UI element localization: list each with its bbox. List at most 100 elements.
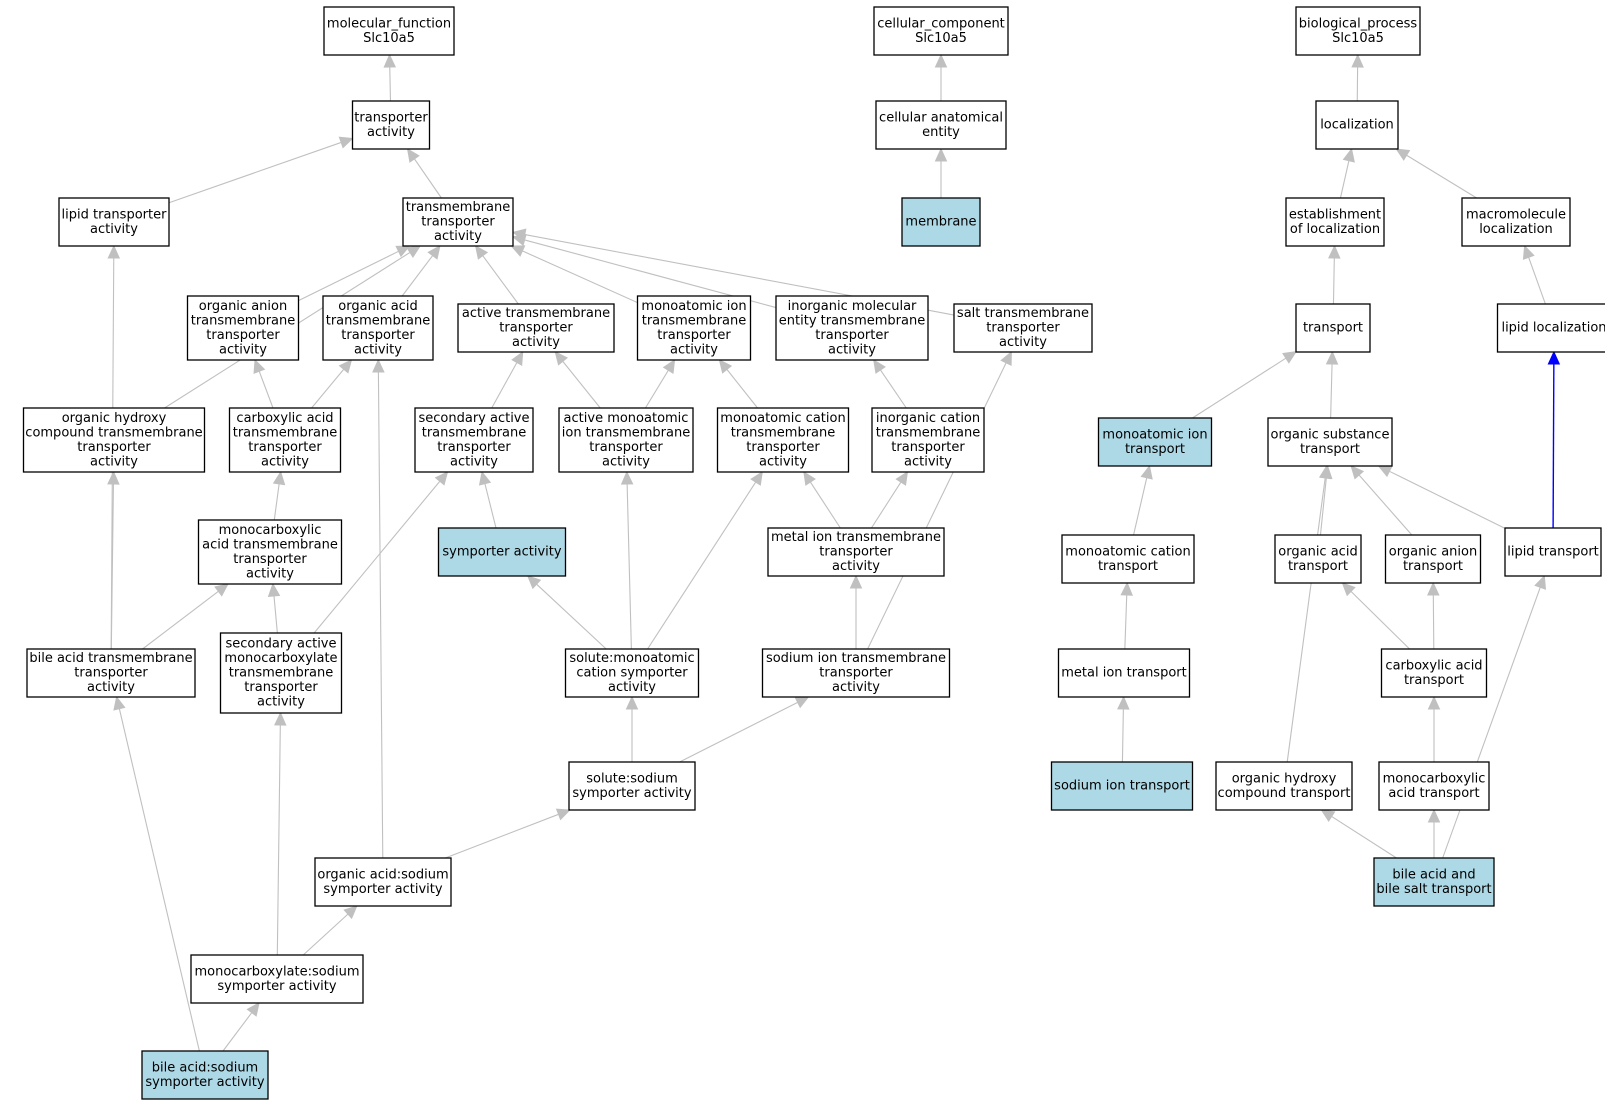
edge-arrowhead [511,228,527,241]
edge-line [491,362,518,409]
edge-arrowhead [267,582,281,598]
node-sodium_transport[interactable]: sodium ion transport [1050,761,1194,811]
node-box [875,100,1007,150]
node-symporter[interactable]: symporter activity [437,527,567,577]
node-label-line: macromolecule [1466,207,1566,222]
edge-arrowhead [478,470,492,486]
node-metal_transport[interactable]: metal ion transport [1057,648,1191,698]
edge-metal_tmta-to-inorg_cat [870,470,909,529]
node-label-line: monocarboxylate [224,651,337,666]
edge-oan_transport-to-org_sub [1350,465,1413,536]
node-mac_tmta[interactable]: monoatomic cationtransmembranetransporte… [716,407,850,473]
edge-localization-to-bp [1351,53,1364,102]
node-membrane[interactable]: membrane [901,197,981,247]
node-label-line: transporter [891,440,965,455]
edge-line [313,480,441,634]
node-mai_tmta[interactable]: monoatomic iontransmembranetransporterac… [636,295,752,361]
node-label-line: monocarboxylate:sodium [194,964,359,979]
edge-arrowhead [383,53,397,68]
edge-arrowhead [1282,351,1298,364]
node-label-line: metal ion transport [1061,666,1186,681]
node-sodium_tmta[interactable]: sodium ion transmembranetransporteractiv… [761,648,951,698]
edge-arrowhead [510,245,526,257]
node-metal_tmta[interactable]: metal ion transmembranetransporteractivi… [767,527,945,577]
node-box [197,519,343,585]
node-label-line: solute:monoatomic [569,651,694,666]
node-lipid_transport[interactable]: lipid transport [1504,527,1602,577]
node-label-line: transmembrane [326,313,431,328]
node-sec_active[interactable]: secondary activetransmembranetransporter… [414,407,534,473]
node-bile_tmta[interactable]: bile acid transmembranetransporteractivi… [26,648,196,698]
edge-solute_mac-to-symporter [526,575,607,650]
node-localization[interactable]: localization [1315,100,1399,150]
edge-monocarb_sodium-to-sec_monocarb [274,711,287,956]
edge-carb_transport-to-oan_transport [1427,581,1440,650]
edge-arrowhead [1351,53,1364,68]
edge-membrane-to-cae [934,147,948,198]
edge-line [389,66,392,102]
node-box [414,407,534,473]
node-oac_tmta[interactable]: organic acidtransmembranetransporteracti… [322,295,434,361]
node-label-line: transmembrane [642,313,747,328]
node-sec_monocarb[interactable]: secondary activemonocarboxylatetransmemb… [219,632,343,714]
node-box [58,197,170,247]
edge-metal_transport-to-mac_transport [1120,581,1133,650]
edge-line [679,701,798,763]
node-label-line: transmembrane [229,666,334,681]
node-oan_tmta[interactable]: organic aniontransmembranetransporteract… [186,295,300,361]
node-label-line: cation symporter [576,666,688,681]
node-box [1315,100,1399,150]
edge-sodium_transport-to-metal_transport [1117,695,1130,763]
edge-arrowhead [750,470,763,486]
node-label-line: bile acid:sodium [152,1060,258,1075]
node-inorg_cat[interactable]: inorganic cationtransmembranetransporter… [871,407,985,473]
node-box [437,527,567,577]
edge-line [1121,708,1124,763]
node-carb_tmta[interactable]: carboxylic acidtransmembranetransportera… [228,407,342,473]
node-box [767,527,945,577]
node-box [1274,534,1362,584]
edge-arrowhead [873,359,886,374]
edge-active_mai-to-active_tmta [554,351,601,409]
edge-line [276,724,281,956]
edge-arrowhead [662,358,676,374]
edge-line [482,255,519,305]
node-label-line: sodium ion transport [1054,779,1190,794]
node-label-line: sodium ion transmembrane [766,651,946,666]
node-label-line: transporter [437,440,511,455]
node-lipid_loc[interactable]: lipid localization [1496,303,1605,353]
edge-line [562,361,601,409]
node-transport[interactable]: transport [1295,303,1371,353]
node-label-line: inorganic cation [876,411,980,426]
